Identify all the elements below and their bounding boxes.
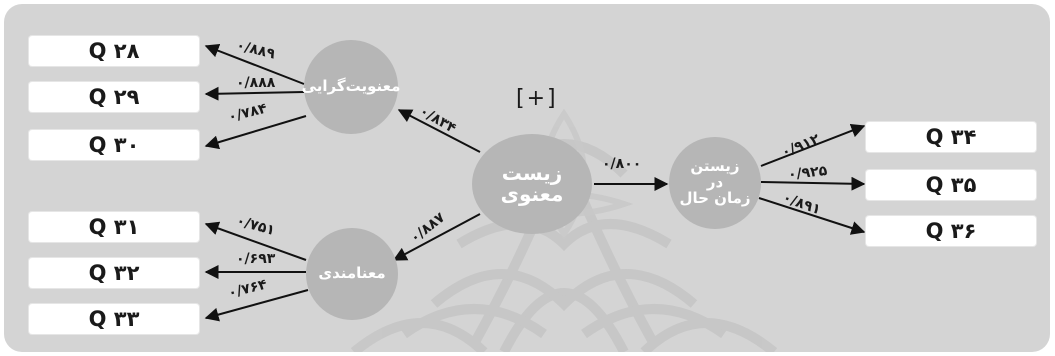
arrow-to-q29 (204, 86, 305, 101)
indicator-q36: Q ۳۶ (866, 216, 1036, 246)
node-spirituality: معنویت‌گرایی (301, 40, 401, 134)
arrow-to-q33 (204, 289, 309, 322)
indicator-q28: Q ۲۸ (29, 36, 199, 66)
node-spiritual-life: زیست معنوی (472, 134, 592, 234)
diagram-panel: [+] Q ۲۸ Q ۲۹ Q ۳۰ Q ۳۱ Q ۳۲ Q ۳۳ Q ۳۴ Q… (4, 4, 1050, 352)
indicator-q31: Q ۳۱ (29, 212, 199, 242)
indicator-q35: Q ۳۵ (866, 170, 1036, 200)
arrow-to-q35 (760, 176, 866, 191)
node-living-present-line2: در (706, 173, 724, 192)
arrow-to-q31 (204, 221, 307, 261)
marker-label: [+] (516, 86, 558, 111)
edges-layer (204, 44, 866, 322)
arrow-to-q28 (204, 44, 305, 85)
node-living-present: زیستن در زمان حال (669, 137, 761, 229)
indicator-q33: Q ۳۳ (29, 304, 199, 334)
indicator-q32: Q ۳۲ (29, 258, 199, 288)
indicator-q29: Q ۲۹ (29, 82, 199, 112)
node-spiritual-life-line2: معنوی (500, 182, 564, 206)
node-meaningfulness: معنامندی (306, 228, 398, 320)
arrow-to-q34 (760, 124, 866, 167)
loading-q29: ۰/۸۸۸ (236, 75, 276, 91)
indicator-q30: Q ۳۰ (29, 130, 199, 160)
arrow-to-spirituality (397, 109, 481, 153)
loading-q32: ۰/۶۹۳ (236, 251, 276, 267)
node-spiritual-life-line1: زیست (501, 161, 563, 185)
arrow-to-meaningfulness (392, 213, 481, 261)
node-meaningfulness-label: معنامندی (318, 264, 386, 283)
path-weight-living-present: ۰/۸۰۰ (602, 156, 642, 172)
indicator-q34: Q ۳۴ (866, 122, 1036, 152)
node-spirituality-label: معنویت‌گرایی (301, 77, 401, 96)
arrow-to-q36 (758, 197, 866, 235)
arrow-to-q30 (204, 115, 307, 150)
node-living-present-line3: زمان حال (679, 188, 751, 207)
node-living-present-line1: زیستن (690, 157, 740, 176)
